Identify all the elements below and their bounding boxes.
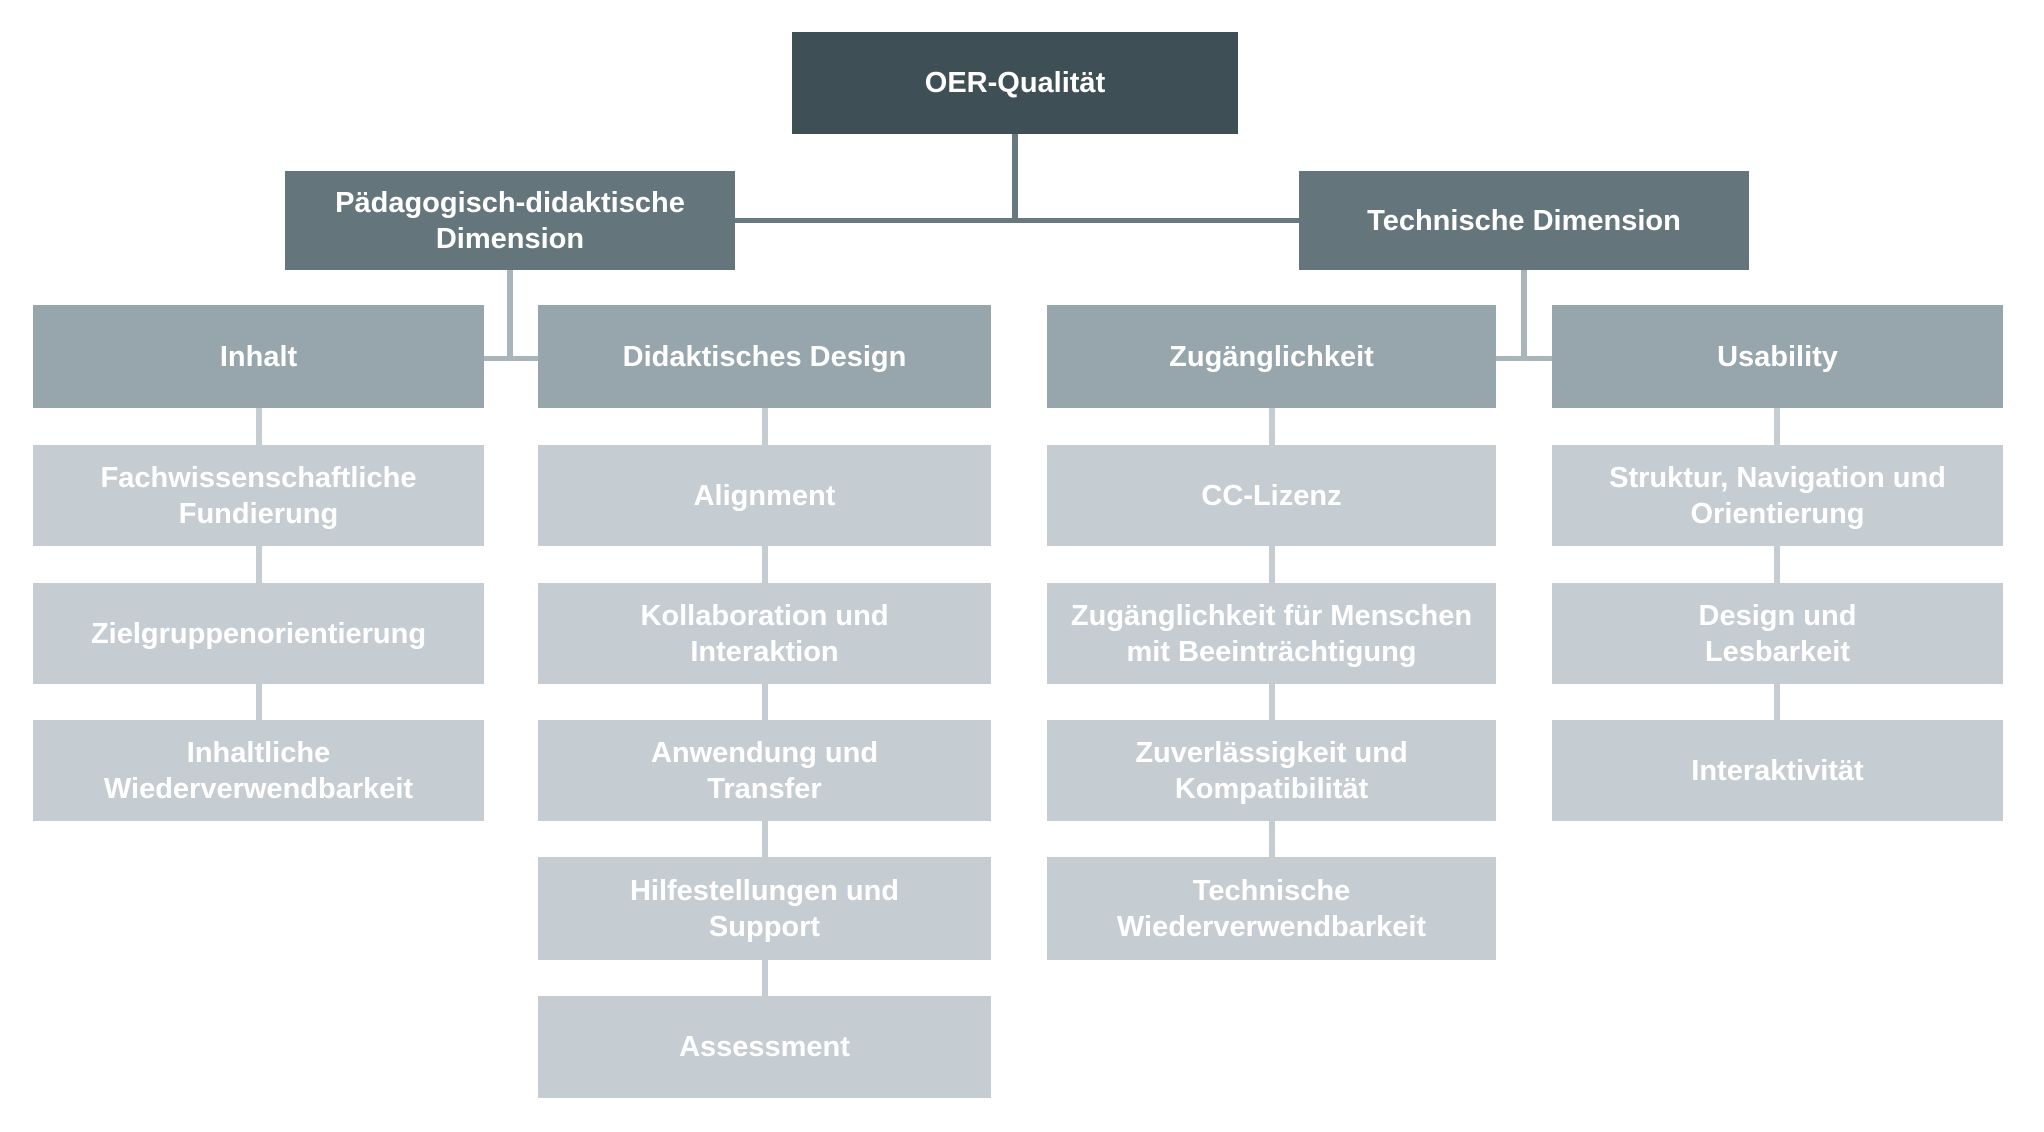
- item-node-cc-lizenz: CC-Lizenz: [1047, 445, 1496, 546]
- item-node-interaktivitaet: Interaktivität: [1552, 720, 2003, 821]
- connector-zugaenglichkeit-1: [1269, 408, 1275, 445]
- item-node-struktur-navigation-orientierung: Struktur, Navigation und Orientierung: [1552, 445, 2003, 546]
- connector-inhalt-1: [256, 408, 262, 445]
- item-node-hilfestellungen-und-support: Hilfestellungen und Support: [538, 857, 991, 960]
- connector-inhalt-3: [256, 684, 262, 720]
- dimension-node-paedagogisch-didaktisch: Pädagogisch-didaktische Dimension: [285, 171, 735, 270]
- connector-dimension-technisch-horizontal: [1496, 356, 1552, 361]
- item-node-anwendung-und-transfer: Anwendung und Transfer: [538, 720, 991, 821]
- item-node-alignment: Alignment: [538, 445, 991, 546]
- connector-zugaenglichkeit-4: [1269, 821, 1275, 857]
- item-node-fachwissenschaftliche-fundierung: Fachwissenschaftliche Fundierung: [33, 445, 484, 546]
- item-node-assessment: Assessment: [538, 996, 991, 1098]
- item-node-zuverlaessigkeit-und-kompatibilitaet: Zuverlässigkeit und Kompatibilität: [1047, 720, 1496, 821]
- category-node-inhalt: Inhalt: [33, 305, 484, 408]
- item-node-technische-wiederverwendbarkeit: Technische Wiederverwendbarkeit: [1047, 857, 1496, 960]
- connector-root-vertical: [1012, 134, 1018, 223]
- root-node-oer-qualitaet: OER-Qualität: [792, 32, 1238, 134]
- connector-didaktisches-design-4: [762, 821, 768, 857]
- item-node-inhaltliche-wiederverwendbarkeit: Inhaltliche Wiederverwendbarkeit: [33, 720, 484, 821]
- item-node-design-und-lesbarkeit: Design und Lesbarkeit: [1552, 583, 2003, 684]
- category-node-zugaenglichkeit: Zugänglichkeit: [1047, 305, 1496, 408]
- item-node-zugaenglichkeit-fuer-menschen: Zugänglichkeit für Menschen mit Beeinträ…: [1047, 583, 1496, 684]
- dimension-node-technisch: Technische Dimension: [1299, 171, 1749, 270]
- item-node-kollaboration-und-interaktion: Kollaboration und Interaktion: [538, 583, 991, 684]
- item-node-zielgruppenorientierung: Zielgruppenorientierung: [33, 583, 484, 684]
- connector-dimension-paedagogisch-horizontal: [484, 356, 538, 361]
- connector-didaktisches-design-5: [762, 958, 768, 996]
- connector-dimension-technisch-vertical: [1521, 270, 1527, 361]
- connector-zugaenglichkeit-2: [1269, 546, 1275, 583]
- connector-didaktisches-design-1: [762, 408, 768, 445]
- connector-zugaenglichkeit-3: [1269, 684, 1275, 720]
- category-node-didaktisches-design: Didaktisches Design: [538, 305, 991, 408]
- connector-usability-1: [1774, 408, 1780, 445]
- category-node-usability: Usability: [1552, 305, 2003, 408]
- connector-usability-3: [1774, 684, 1780, 720]
- connector-dimension-paedagogisch-vertical: [507, 270, 513, 361]
- connector-root-horizontal: [735, 218, 1299, 223]
- connector-didaktisches-design-3: [762, 684, 768, 720]
- connector-usability-2: [1774, 546, 1780, 583]
- connector-didaktisches-design-2: [762, 546, 768, 583]
- connector-inhalt-2: [256, 546, 262, 583]
